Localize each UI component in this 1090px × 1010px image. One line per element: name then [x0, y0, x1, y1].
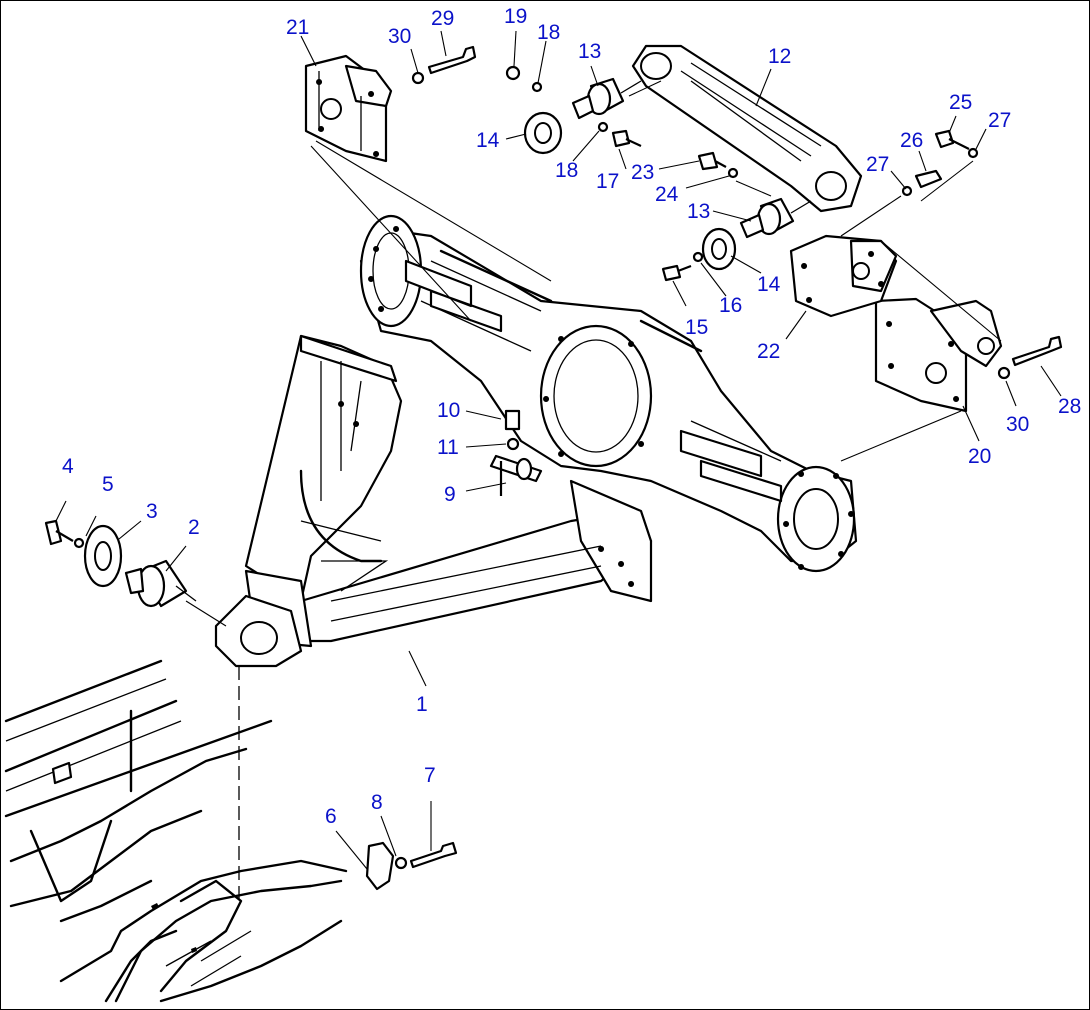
callout-23: 23 [631, 161, 654, 184]
callout-26: 26 [900, 129, 923, 152]
callout-28: 28 [1058, 395, 1081, 418]
trunnion-bushing-part-2 [124, 559, 197, 608]
axle-housing [310, 140, 858, 573]
callout-11: 11 [437, 436, 459, 459]
callout-27a: 27 [988, 109, 1011, 132]
nut-part-19 [505, 65, 521, 81]
callout-3: 3 [146, 500, 158, 523]
callout-6: 6 [325, 805, 337, 828]
callout-18b: 18 [555, 159, 578, 182]
callout-25: 25 [949, 91, 972, 114]
bolt-part-10 [504, 409, 521, 431]
callout-17: 17 [596, 170, 619, 193]
panhard-rod-part-12 [631, 44, 863, 213]
leader-axle-bracket [840, 410, 962, 462]
callout-30a: 30 [388, 25, 411, 48]
callout-7: 7 [424, 764, 436, 787]
callout-10: 10 [437, 399, 460, 422]
washer-part-27a [967, 147, 979, 159]
bolt-part-17 [611, 129, 642, 148]
leader-2-line [185, 600, 227, 627]
callout-labels: 1 2 3 4 5 6 7 8 9 10 11 12 13 13 14 14 1… [62, 5, 1081, 828]
callout-16: 16 [719, 294, 742, 317]
callout-20: 20 [968, 445, 991, 468]
callout-13a: 13 [578, 40, 601, 63]
bolt-part-25 [934, 129, 970, 150]
callout-24: 24 [655, 183, 679, 206]
bolt-part-23 [697, 151, 727, 171]
cap-part-6 [365, 841, 395, 891]
washer-part-30a [411, 71, 425, 85]
bracket-part-22 [789, 234, 898, 318]
bushing-part-13b [739, 197, 812, 239]
callout-2: 2 [188, 516, 200, 539]
washer-part-27b [901, 185, 913, 197]
washer-part-16 [692, 251, 704, 263]
bolt-part-28 [1011, 335, 1063, 367]
bracket-part-20 [874, 297, 1003, 413]
washer-part-24 [727, 167, 739, 179]
washer-part-18b [597, 121, 609, 133]
callout-9: 9 [444, 483, 456, 506]
washer-part-8 [394, 856, 408, 870]
a-frame-part-1 [214, 334, 653, 668]
callout-18a: 18 [537, 21, 560, 44]
vehicle-frame [4, 659, 348, 1003]
callout-12: 12 [768, 45, 791, 68]
callout-27b: 27 [866, 153, 889, 176]
callout-8: 8 [371, 791, 383, 814]
bolt-part-7 [409, 841, 458, 869]
callout-14b: 14 [757, 273, 781, 296]
callout-19: 19 [504, 5, 527, 28]
callout-4: 4 [62, 455, 74, 478]
bolt-part-29 [427, 45, 477, 75]
bolt-part-15 [661, 264, 692, 282]
callout-21: 21 [286, 16, 309, 39]
washer-part-5 [73, 537, 85, 549]
callout-1: 1 [416, 693, 428, 716]
pin-part-9 [489, 454, 543, 496]
callout-29: 29 [431, 7, 454, 30]
callout-14a: 14 [476, 129, 500, 152]
bolt-part-26 [914, 169, 943, 189]
callout-15: 15 [685, 316, 708, 339]
washer-part-30b [997, 366, 1011, 380]
callout-13b: 13 [687, 200, 710, 223]
bracket-part-21 [304, 54, 393, 163]
callout-30b: 30 [1006, 413, 1029, 436]
washer-part-11 [506, 437, 520, 451]
bushing-part-13a [571, 77, 642, 120]
callout-leaders [55, 30, 1062, 870]
callout-22: 22 [757, 340, 780, 363]
callout-5: 5 [102, 473, 114, 496]
washer-part-18a [531, 81, 543, 93]
bolt-part-4 [44, 519, 74, 546]
